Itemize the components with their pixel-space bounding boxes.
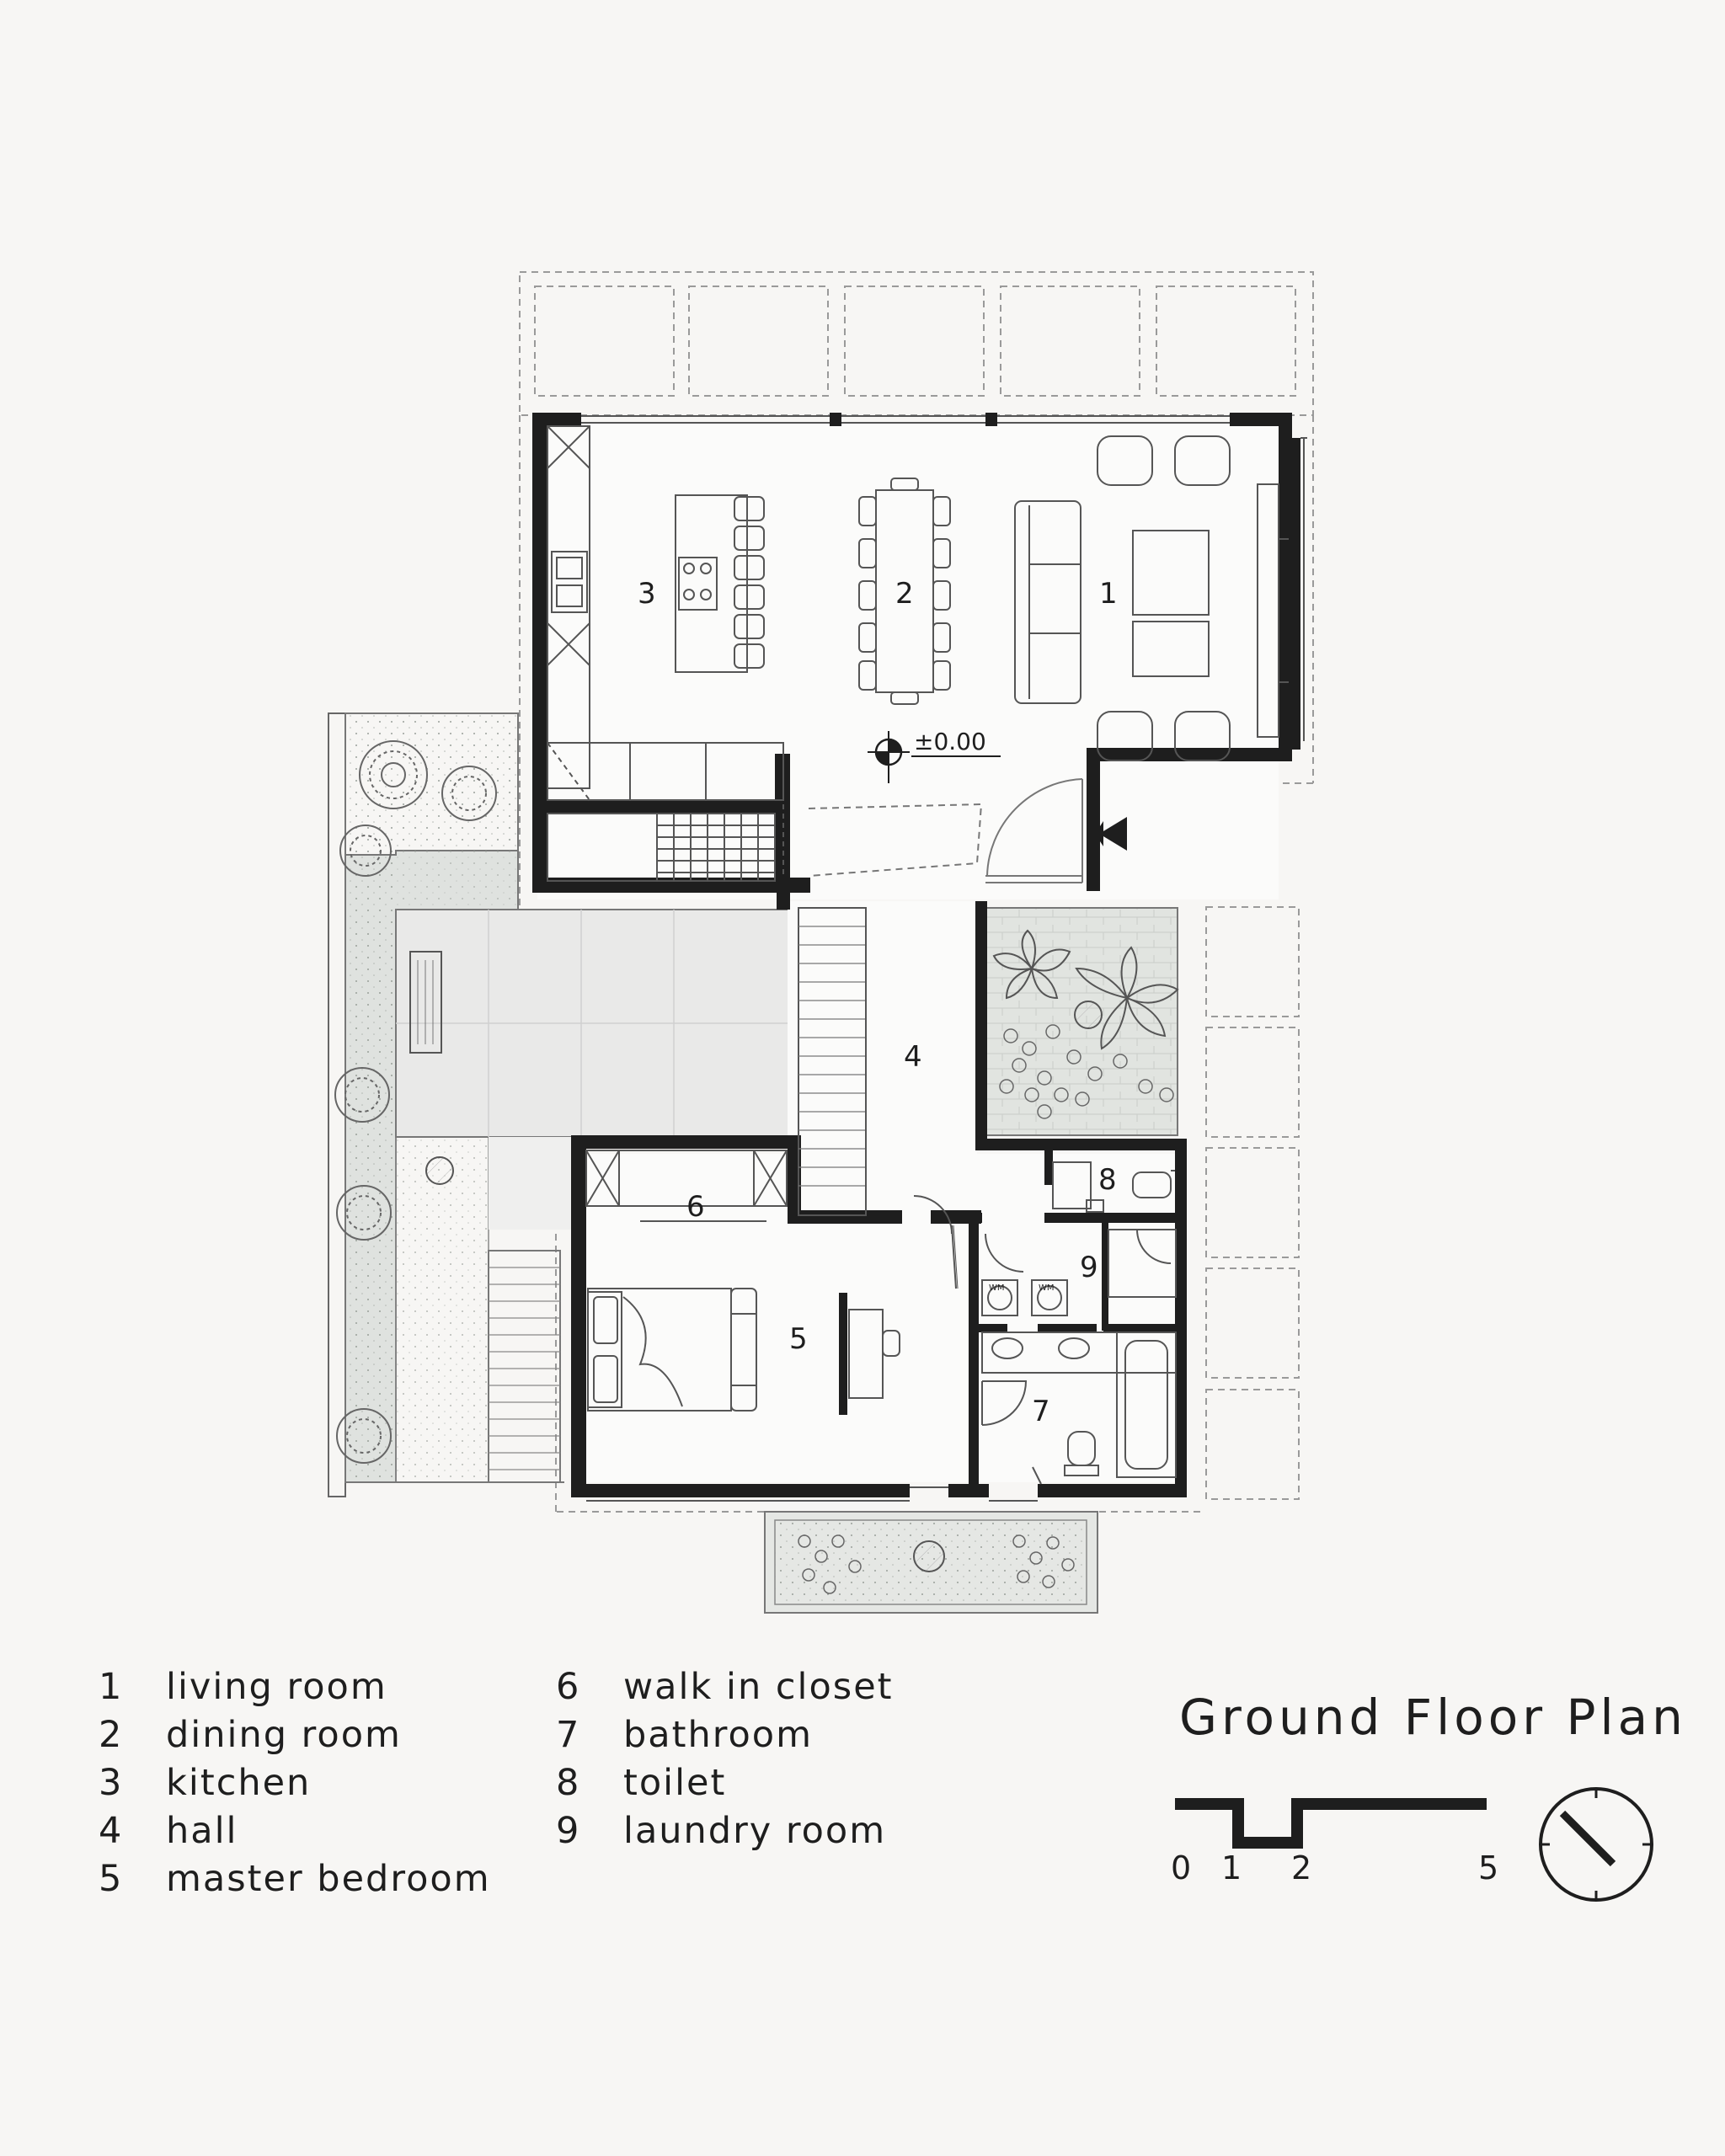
tree-icon (334, 740, 497, 1464)
courtyard-garden (976, 907, 1179, 1136)
dining-table (858, 478, 951, 705)
legend-item: 8 toilet (556, 1759, 894, 1807)
scale-tick-1: 1 (1221, 1849, 1242, 1886)
room-number-7: 7 (1032, 1395, 1050, 1428)
main-stair (547, 742, 867, 1216)
legend-item: 4 hall (99, 1807, 491, 1855)
room-number-8: 8 (1098, 1163, 1117, 1197)
legend-name: bathroom (623, 1714, 813, 1756)
legend-number: 4 (99, 1810, 124, 1852)
windows (581, 415, 1307, 1502)
room-number-4: 4 (904, 1040, 922, 1074)
tree-icon (425, 1156, 454, 1185)
entrance-arrow-icon (1099, 817, 1127, 851)
level-marker-icon (868, 731, 1001, 783)
legend-number: 1 (99, 1666, 124, 1708)
legend-number: 5 (99, 1858, 124, 1900)
scale-bar (1175, 1798, 1487, 1849)
left-garden (328, 712, 564, 1497)
legend-number: 8 (556, 1762, 581, 1804)
living-furniture (1014, 435, 1289, 761)
legend-number: 9 (556, 1810, 581, 1852)
legend-name: walk in closet (623, 1666, 894, 1708)
north-arrow-icon (1539, 1787, 1653, 1902)
legend-item: 1 living room (99, 1663, 491, 1711)
legend-item: 9 laundry room (556, 1807, 894, 1855)
front-planter (764, 1511, 1098, 1614)
legend-number: 3 (99, 1762, 124, 1804)
bathroom-fixtures (981, 1331, 1177, 1485)
entrance (808, 778, 1083, 883)
interior-floor (537, 424, 1279, 1482)
room-number-1: 1 (1099, 577, 1118, 611)
washer-label: WM (1039, 1283, 1055, 1293)
closet-furniture (585, 1150, 788, 1222)
legend-name: toilet (623, 1762, 727, 1804)
plan-title: Ground Floor Plan (1179, 1689, 1687, 1746)
legend-name: kitchen (166, 1762, 312, 1804)
room-number-2: 2 (895, 577, 914, 611)
legend-item: 6 walk in closet (556, 1663, 894, 1711)
legend-name: hall (166, 1810, 238, 1852)
scale-tick-0: 0 (1171, 1849, 1192, 1886)
legend-item: 7 bathroom (556, 1711, 894, 1759)
legend-item: 3 kitchen (99, 1759, 491, 1807)
legend-number: 7 (556, 1714, 581, 1756)
legend-number: 6 (556, 1666, 581, 1708)
legend-name: living room (166, 1666, 387, 1708)
walls (532, 413, 1300, 1497)
toilet-fixtures (1052, 1161, 1175, 1213)
scale-tick-2: 2 (1291, 1849, 1312, 1886)
legend-item: 5 master bedroom (99, 1855, 491, 1903)
bedroom-tv-wall (839, 1293, 847, 1415)
room-number-3: 3 (638, 577, 656, 611)
legend-item: 2 dining room (99, 1711, 491, 1759)
room-number-9: 9 (1080, 1251, 1098, 1284)
bedroom-furniture (587, 1195, 959, 1412)
legend-name: laundry room (623, 1810, 887, 1852)
room-number-6: 6 (686, 1190, 705, 1224)
laundry-fixtures (981, 1229, 1177, 1316)
room-legend-left: 1 living room 2 dining room 3 kitchen 4 hall… (99, 1663, 491, 1903)
elevation-label: ±0.00 (914, 728, 986, 755)
floor-plan-drawing: ±0.00 WM WM (328, 271, 1314, 1614)
room-legend-right: 6 walk in closet 7 bathroom 8 toilet 9 laund… (556, 1663, 894, 1855)
room-number-5: 5 (789, 1322, 808, 1356)
legend-name: dining room (166, 1714, 402, 1756)
washer-label: WM (989, 1283, 1005, 1293)
legend-name: master bedroom (166, 1858, 491, 1900)
scale-tick-5: 5 (1478, 1849, 1499, 1886)
paved-terrace (395, 909, 797, 1483)
legend-number: 2 (99, 1714, 124, 1756)
